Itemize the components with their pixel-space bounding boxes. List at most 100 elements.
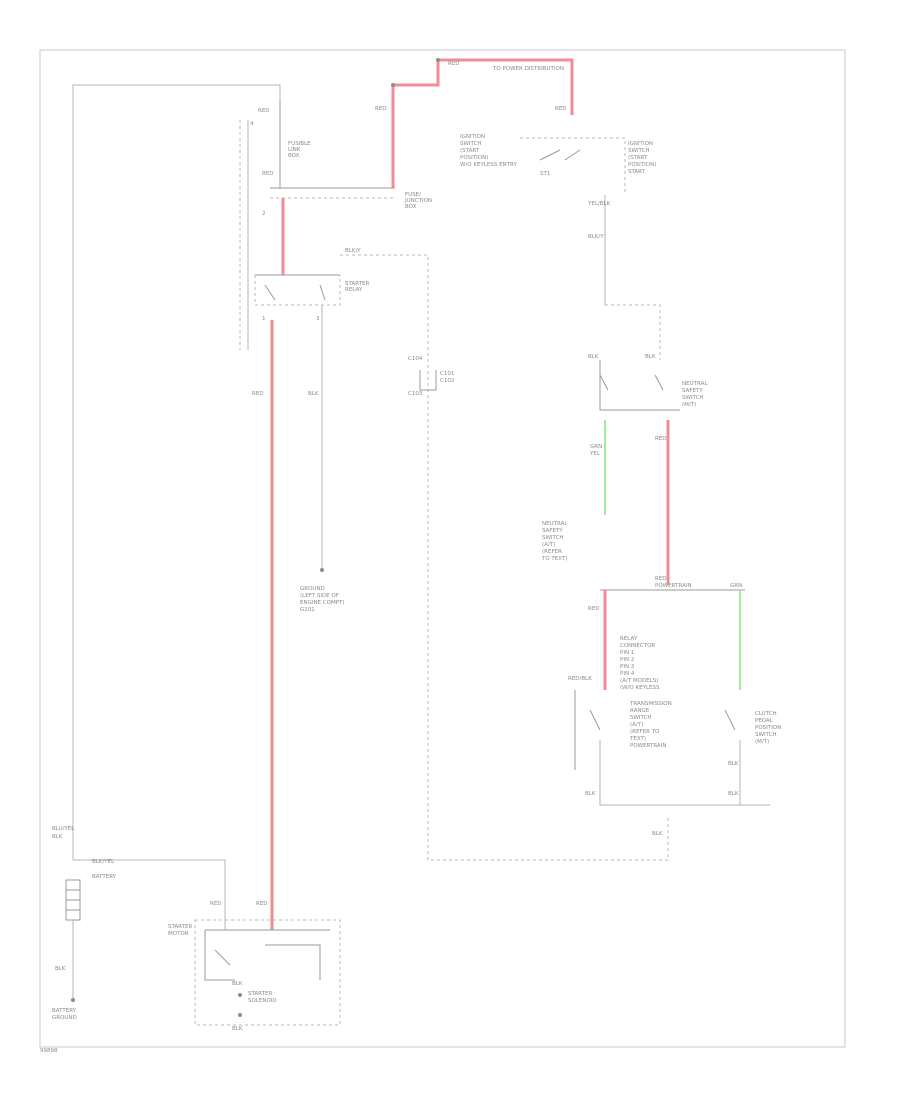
label: FUSE/ — [405, 192, 421, 198]
label: BOX — [288, 153, 300, 159]
label: CLUTCH — [755, 711, 777, 717]
neutral-switch-lead — [605, 304, 661, 360]
label: GRN — [590, 444, 602, 450]
label: (W/O KEYLESS — [620, 685, 660, 691]
label: 2 — [262, 211, 266, 217]
label: RED — [555, 106, 567, 112]
label: MOTOR — [168, 931, 189, 937]
label: BLK — [652, 831, 663, 837]
label: RED — [588, 606, 600, 612]
label: RELAY — [620, 636, 638, 642]
label: POWERTRAIN — [630, 743, 666, 749]
label: (START — [628, 155, 648, 161]
label: SOLENOID — [248, 998, 277, 1004]
label: (A/T) — [542, 542, 555, 548]
label: FUSIBLE — [288, 141, 311, 147]
label: TRANSMISSION — [629, 701, 672, 707]
label: 3 — [316, 316, 320, 322]
relay-outline — [254, 275, 341, 306]
trans-range-contact — [589, 709, 601, 731]
label: 4 — [250, 121, 254, 127]
label: YEL/BLK — [587, 201, 611, 207]
label: BLK — [232, 981, 243, 987]
label: GROUND — [300, 586, 325, 592]
label: STARTER — [345, 281, 369, 287]
corner-mark: 99898 — [40, 1048, 58, 1054]
ignition-switch-contact-1 — [539, 149, 561, 161]
red-wire-power-distribution — [391, 58, 574, 188]
pcm-bottom-wire — [599, 740, 770, 806]
label: BOX — [405, 204, 417, 210]
label: BLU/YEL — [52, 826, 75, 832]
starter-switch-contact — [214, 949, 231, 966]
label: C103 — [408, 391, 423, 397]
junction-dot-2 — [391, 83, 395, 87]
label: NEUTRAL — [542, 521, 568, 527]
label: BATTERY — [92, 874, 117, 880]
label: STARTER — [168, 924, 192, 930]
label: BLK — [52, 834, 63, 840]
relay-contact — [264, 284, 276, 301]
label: RED — [258, 108, 270, 114]
label: CONNECTOR — [620, 643, 655, 649]
label: BLK/Y — [345, 248, 361, 254]
label: (REFER TO — [630, 729, 660, 735]
label: POWERTRAIN — [655, 583, 691, 589]
label: G101 — [300, 607, 315, 613]
label: BLK — [308, 391, 319, 397]
label: POSITION — [755, 725, 781, 731]
label: PIN 4 — [620, 671, 635, 677]
label: C101 — [440, 371, 454, 377]
label: SWITCH — [682, 395, 704, 401]
label: RED — [375, 106, 387, 112]
label: SWITCH — [755, 732, 777, 738]
label: RED — [262, 171, 274, 177]
label: RANGE — [630, 708, 650, 714]
label: TO POWER DISTRIBUTION — [492, 66, 564, 72]
label: RED — [655, 436, 667, 442]
starter-box-outline — [194, 919, 341, 1026]
ignition-switch-contact-2 — [564, 149, 581, 161]
label: (M/T) — [682, 402, 696, 408]
label: BLK — [728, 791, 739, 797]
label: RED — [252, 391, 264, 397]
label: (START — [460, 148, 480, 154]
battery-ground — [71, 998, 75, 1002]
label: YEL — [589, 451, 601, 457]
label: BLK/Y — [588, 234, 604, 240]
label: RELAY — [345, 287, 363, 293]
neutral-contact-2 — [654, 374, 664, 391]
label: RED — [210, 901, 222, 907]
label: (A/T MODELS) — [620, 678, 658, 684]
diagram-border — [39, 49, 846, 1048]
clutch-contact — [724, 709, 736, 731]
label: LINK — [288, 147, 301, 153]
ignition-switch-outline — [520, 137, 626, 195]
label: SAFETY — [682, 388, 703, 394]
label: BLK — [645, 354, 656, 360]
starter-solenoid — [265, 944, 321, 980]
neutral-contact-1 — [599, 374, 609, 391]
label: BLK — [585, 791, 596, 797]
label: RED — [448, 61, 460, 67]
junction-dot — [436, 58, 440, 62]
ground-point — [320, 568, 324, 572]
label: PIN 3 — [620, 664, 635, 670]
label: (LEFT SIDE OF — [300, 593, 339, 599]
label: SWITCH — [542, 535, 564, 541]
label: POSITION) — [628, 162, 656, 168]
starter-ground-2 — [238, 1013, 242, 1017]
label: BATTERY — [52, 1008, 77, 1014]
label: ENGINE COMPT) — [300, 600, 345, 606]
battery-feed-wire — [72, 84, 281, 860]
label: W/O KEYLESS ENTRY — [460, 162, 517, 168]
label: RED — [655, 576, 667, 582]
label: TO TEXT) — [541, 556, 567, 562]
label: ST1 — [540, 171, 550, 177]
label: C104 — [408, 356, 423, 362]
label: GRN — [730, 583, 742, 589]
label: BLK — [728, 761, 739, 767]
label: NEUTRAL — [682, 381, 708, 387]
neutral-switch-bar — [599, 360, 680, 411]
